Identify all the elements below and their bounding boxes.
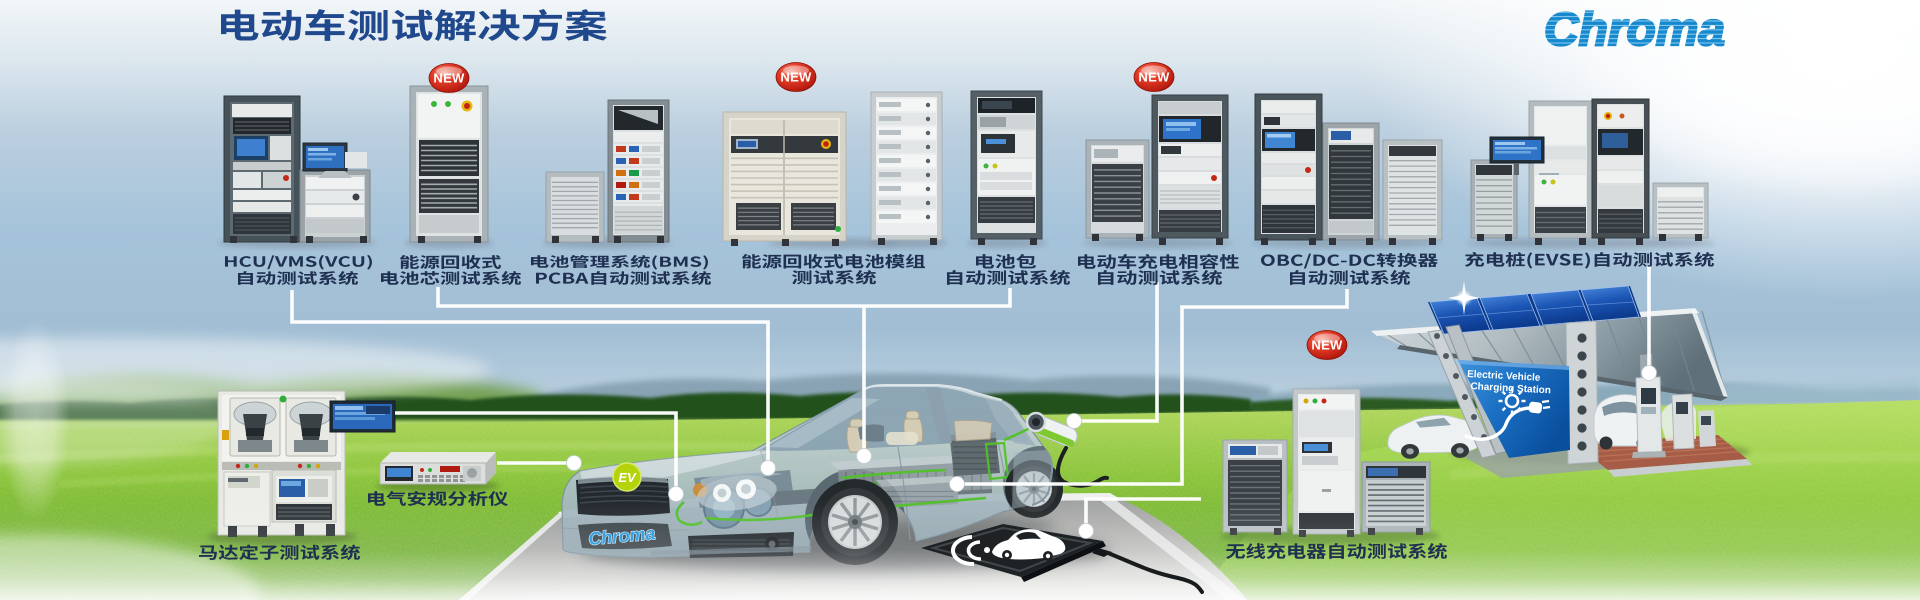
svg-text:Electric Vehicle: Electric Vehicle <box>1467 369 1541 384</box>
svg-text:NEW: NEW <box>433 71 465 86</box>
svg-text:NEW: NEW <box>1311 338 1343 353</box>
svg-text:Charging Station: Charging Station <box>1470 381 1551 396</box>
svg-text:NEW: NEW <box>1138 70 1170 85</box>
svg-text:Chroma: Chroma <box>1544 3 1725 55</box>
svg-text:NEW: NEW <box>780 70 812 85</box>
svg-text:EV: EV <box>618 470 637 485</box>
